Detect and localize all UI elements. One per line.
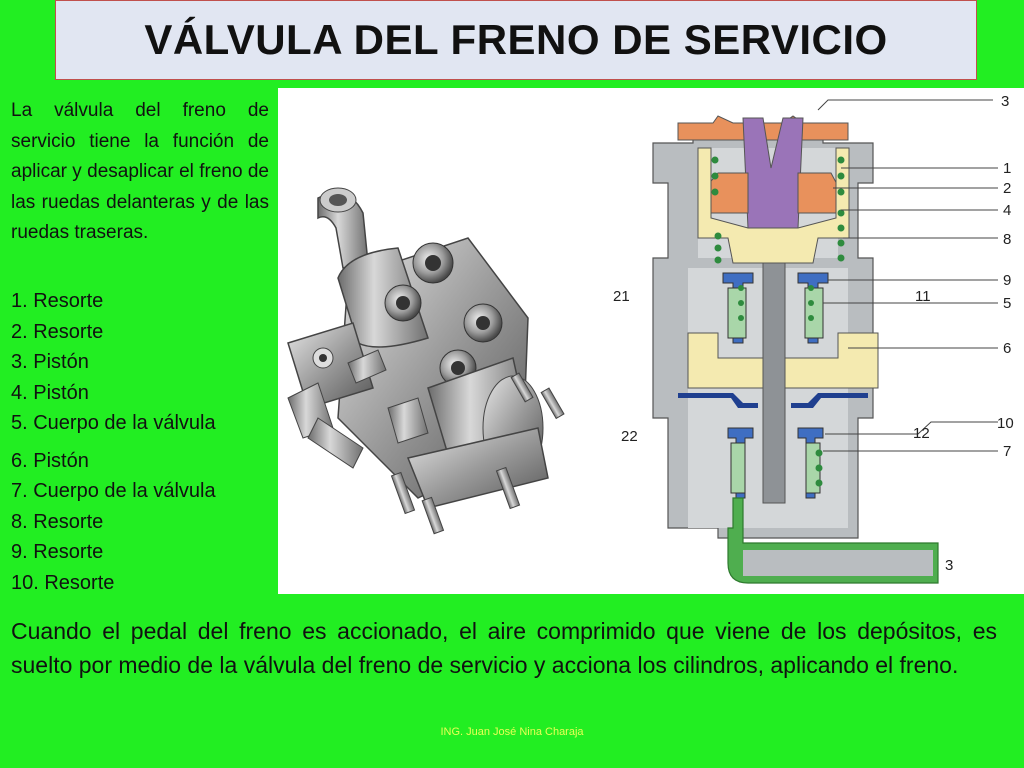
label-6: 6 [1003, 340, 1011, 357]
part-item: 1. Resorte [11, 290, 104, 312]
title-box: VÁLVULA DEL FRENO DE SERVICIO [55, 0, 977, 80]
part-item: 8. Resorte [11, 510, 104, 533]
label-8: 8 [1003, 231, 1011, 248]
lower-valves [727, 427, 824, 499]
list-gap [11, 439, 216, 446]
label-12: 12 [913, 425, 930, 442]
intro-paragraph: La válvula del freno de servicio tiene l… [11, 100, 269, 243]
cross-section-diagram: 3 1 2 4 8 9 11 5 21 6 10 12 22 7 3 [613, 93, 1014, 584]
diagram-labels: 3 1 2 4 8 9 11 5 21 6 10 12 22 7 3 [613, 93, 1014, 574]
description-paragraph: Cuando el pedal del freno es accionado, … [11, 618, 997, 678]
label-9: 9 [1003, 272, 1011, 289]
upper-valves [722, 272, 829, 344]
label-22: 22 [621, 428, 638, 445]
label-4: 4 [1003, 202, 1011, 219]
parts-list: 1. Resorte 2. Resorte 3. Pistón 4. Pistó… [11, 286, 216, 598]
center-stem [762, 262, 786, 504]
part-item: 4. Pistón [11, 381, 89, 404]
part-item: 6. Pistón [11, 449, 89, 472]
part-item: 3. Pistón [11, 351, 89, 373]
label-21: 21 [613, 288, 630, 305]
valve-photo [278, 88, 593, 594]
label-5: 5 [1003, 295, 1011, 312]
part-item: 9. Resorte [11, 541, 104, 563]
label-1: 1 [1003, 160, 1011, 177]
part-item: 10. Resorte [11, 571, 115, 594]
valve-photo-illustration [287, 187, 565, 535]
part-item: 5. Cuerpo de la válvula [11, 412, 216, 434]
footer-author: ING. Juan José Nina Charaja [440, 726, 584, 738]
label-11: 11 [915, 288, 931, 305]
yellow-middle-piston [687, 332, 879, 389]
label-7: 7 [1003, 443, 1011, 460]
upper-springs [711, 156, 845, 264]
label-10: 10 [997, 415, 1014, 432]
part-item: 2. Resorte [11, 320, 104, 343]
slide-title: VÁLVULA DEL FRENO DE SERVICIO [144, 16, 888, 63]
yellow-upper-piston [697, 147, 850, 264]
label-3-bottom: 3 [945, 557, 953, 574]
valve-body [287, 187, 565, 535]
leader-lines [817, 99, 998, 452]
valve-cross-section: 3 1 2 4 8 9 11 5 21 6 10 12 22 7 3 [593, 88, 1024, 594]
label-3-top: 3 [1001, 93, 1009, 110]
lower-springs [738, 285, 823, 487]
orange-piston-right [797, 172, 840, 214]
diaphragm [678, 393, 868, 408]
label-2: 2 [1003, 180, 1011, 197]
part-item: 7. Cuerpo de la válvula [11, 480, 216, 502]
